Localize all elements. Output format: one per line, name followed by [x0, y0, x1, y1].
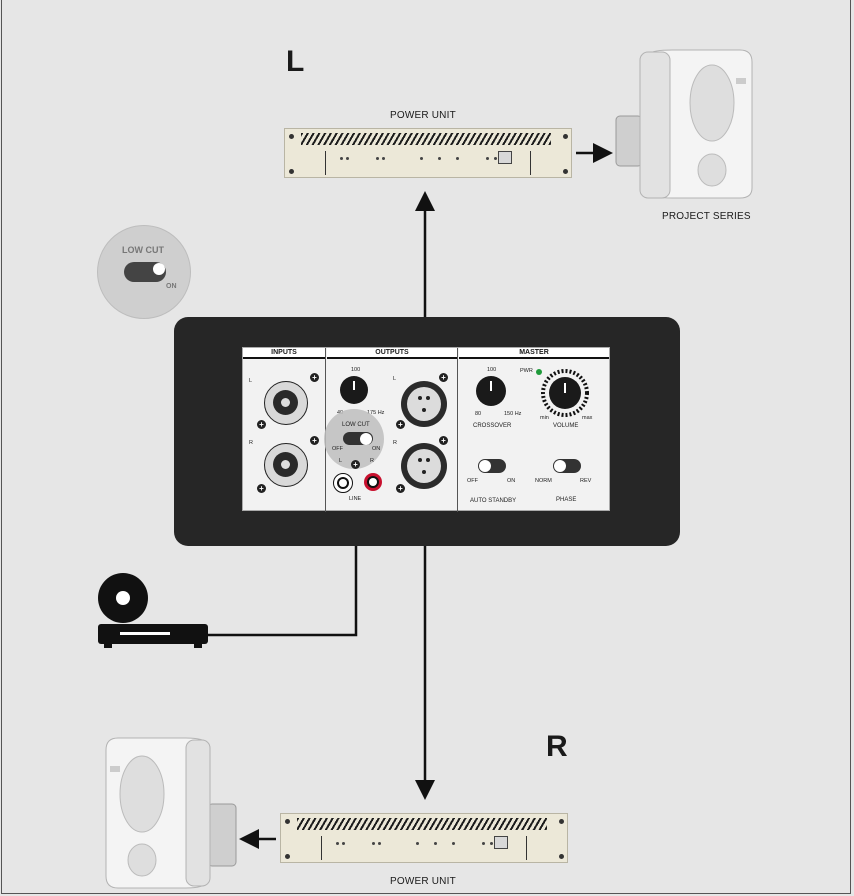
- phase-switch[interactable]: [553, 459, 581, 473]
- rca-line-l-jack: [333, 473, 353, 493]
- lowcut-frequency-knob[interactable]: [340, 376, 368, 404]
- power-switch-icon: [494, 836, 508, 849]
- lowcut-callout: LOW CUT ON: [97, 225, 191, 319]
- crossover-knob-top: 100: [487, 367, 497, 373]
- outputs-header: OUTPUTS: [327, 348, 457, 359]
- channel-right-letter: R: [546, 730, 568, 763]
- volume-knob[interactable]: [549, 377, 581, 409]
- speaker-series-label: PROJECT SERIES: [662, 211, 751, 222]
- rack-screw: [285, 819, 290, 824]
- lowcut-switch[interactable]: [343, 432, 373, 445]
- power-switch-icon: [498, 151, 512, 164]
- input-l-combo-jack: [264, 381, 308, 425]
- channel-left-letter: L: [286, 45, 305, 78]
- volume-max: max: [582, 415, 593, 421]
- lowcut-off-label: OFF: [332, 446, 343, 452]
- screw-icon: +: [310, 373, 319, 382]
- volume-scale-icon: [541, 369, 589, 417]
- power-unit-top-label: POWER UNIT: [390, 110, 456, 121]
- pwr-label: PWR: [520, 368, 533, 374]
- screw-icon: +: [396, 420, 405, 429]
- power-unit-bottom: [280, 813, 568, 863]
- rack-screw: [289, 169, 294, 174]
- speaker-bottom-icon: [105, 737, 237, 889]
- front-controls: [325, 151, 531, 175]
- rca-l-label: L: [339, 458, 343, 464]
- cd-player-icon: [98, 573, 208, 648]
- phase-norm-label: NORM: [535, 478, 552, 484]
- rack-screw: [563, 134, 568, 139]
- rack-screw: [563, 169, 568, 174]
- vent-grille: [301, 133, 551, 145]
- input-r-label: R: [249, 440, 253, 446]
- rack-screw: [559, 819, 564, 824]
- lowcut-switch-title: LOW CUT: [342, 422, 370, 428]
- power-unit-bottom-label: POWER UNIT: [390, 876, 456, 887]
- screw-icon: +: [439, 436, 448, 445]
- rca-r-label: R: [370, 458, 374, 464]
- standby-off-label: OFF: [467, 478, 478, 484]
- volume-label: VOLUME: [553, 423, 579, 429]
- vent-grille: [297, 818, 547, 830]
- auto-standby-label: AUTO STANDBY: [470, 498, 517, 504]
- output-l-xlr-jack: [401, 381, 447, 427]
- screw-icon: +: [257, 484, 266, 493]
- output-l-label: L: [393, 376, 397, 382]
- screw-icon: +: [310, 436, 319, 445]
- lowcut-callout-state: ON: [166, 283, 177, 290]
- rack-screw: [559, 854, 564, 859]
- phase-rev-label: REV: [580, 478, 592, 484]
- lowcut-knob-max: 175 Hz: [367, 410, 385, 416]
- rca-line-r-jack: [364, 473, 382, 491]
- divider: [457, 348, 458, 512]
- screw-icon: +: [439, 373, 448, 382]
- screw-icon: +: [396, 484, 405, 493]
- screw-icon: +: [257, 420, 266, 429]
- speaker-top-icon: [615, 49, 753, 199]
- crossover-max: 150 Hz: [504, 411, 522, 417]
- screw-icon: +: [351, 460, 360, 469]
- rack-screw: [285, 854, 290, 859]
- crossover-knob[interactable]: [476, 376, 506, 406]
- inputs-header: INPUTS: [243, 348, 325, 359]
- phase-label: PHASE: [556, 497, 577, 503]
- output-r-label: R: [393, 440, 397, 446]
- input-l-label: L: [249, 378, 253, 384]
- power-unit-top: [284, 128, 572, 178]
- input-r-combo-jack: [264, 443, 308, 487]
- crossover-label: CROSSOVER: [473, 423, 512, 429]
- auto-standby-switch[interactable]: [478, 459, 506, 473]
- control-panel: INPUTS OUTPUTS MASTER L R + + + + 100 40…: [242, 347, 610, 512]
- pwr-led-icon: [536, 369, 542, 375]
- lowcut-callout-title: LOW CUT: [122, 245, 164, 255]
- volume-min: min: [540, 415, 549, 421]
- master-header: MASTER: [459, 348, 609, 359]
- rack-screw: [289, 134, 294, 139]
- lowcut-on-label: ON: [372, 446, 381, 452]
- front-controls: [321, 836, 527, 860]
- lowcut-callout-switch: [124, 262, 166, 282]
- crossover-min: 80: [475, 411, 482, 417]
- output-r-xlr-jack: [401, 443, 447, 489]
- line-label: LINE: [349, 496, 362, 502]
- lowcut-knob-top: 100: [351, 367, 361, 373]
- standby-on-label: ON: [507, 478, 516, 484]
